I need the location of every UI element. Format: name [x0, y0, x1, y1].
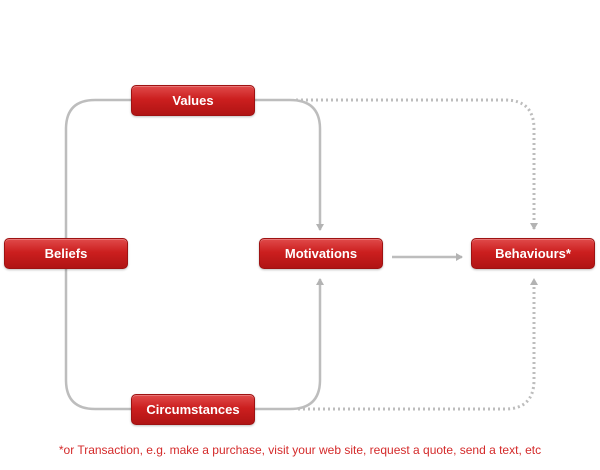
node-beliefs-label: Beliefs: [44, 246, 88, 261]
connector-values-to-beliefs: [64, 98, 131, 238]
connector-beliefs-to-circumstances: [64, 269, 131, 411]
dotted-connector-circumstances-to-behaviours: [298, 278, 538, 411]
node-beliefs: Beliefs: [4, 238, 128, 269]
node-behaviours-label: Behaviours*: [495, 246, 571, 261]
node-behaviours: Behaviours*: [471, 238, 595, 269]
node-circumstances: Circumstances: [131, 394, 255, 425]
dotted-connector-values-to-behaviours: [296, 98, 538, 230]
connector-circumstances-to-motivations: [255, 278, 324, 411]
node-values: Values: [131, 85, 255, 116]
node-motivations-label: Motivations: [284, 246, 358, 261]
node-circumstances-label: Circumstances: [146, 402, 240, 417]
footnote: *or Transaction, e.g. make a purchase, v…: [58, 443, 542, 457]
node-values-label: Values: [172, 93, 214, 108]
node-motivations: Motivations: [259, 238, 383, 269]
connector-values-to-motivations: [255, 98, 324, 231]
